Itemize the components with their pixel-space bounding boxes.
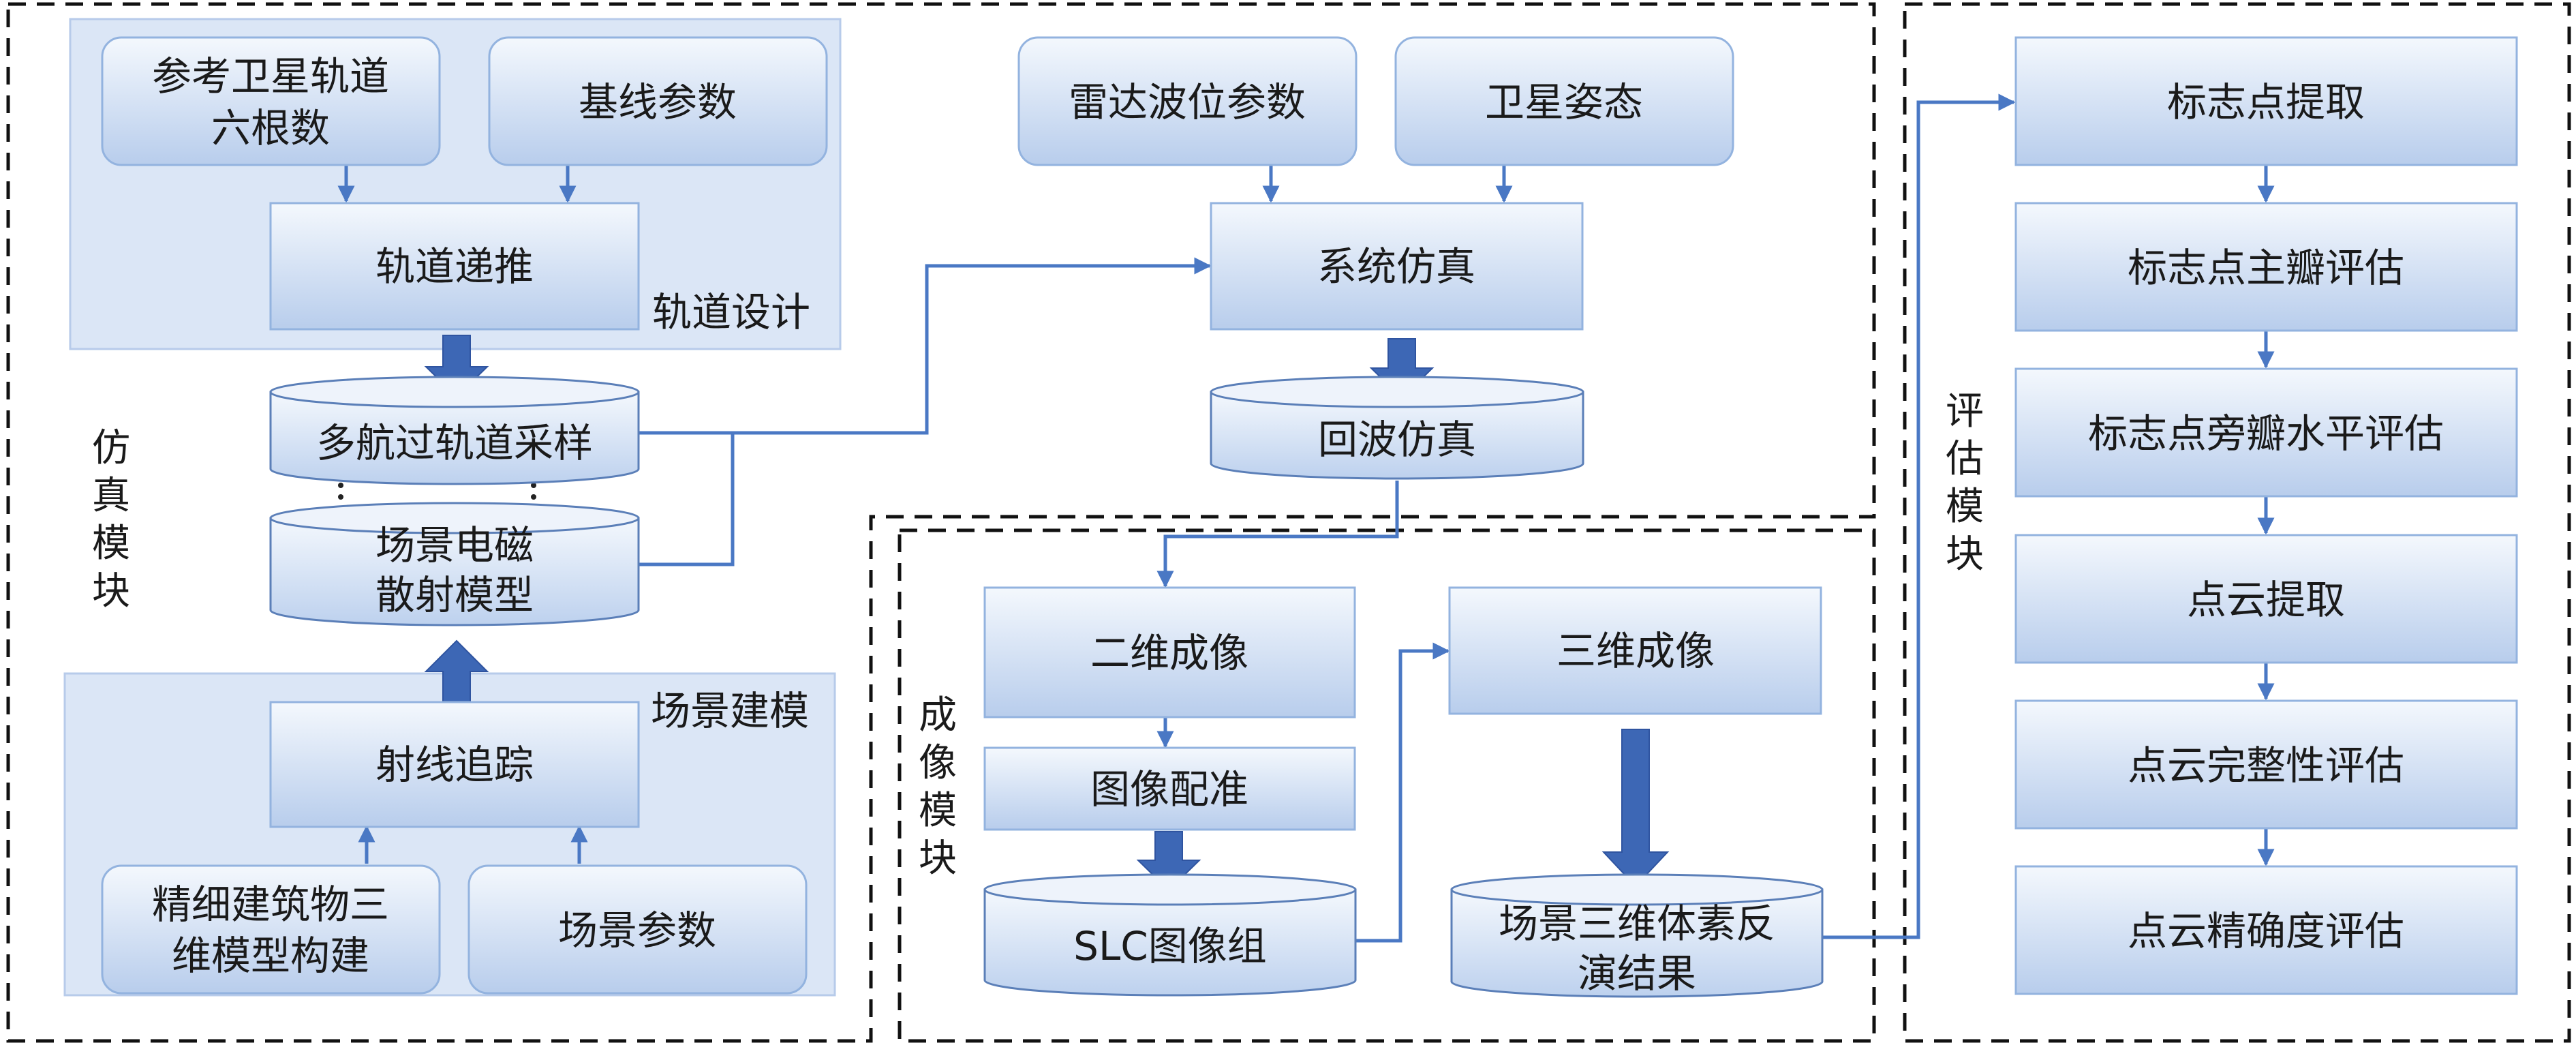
- node-pc-extract-label: 点云提取: [2187, 577, 2345, 623]
- node-scene-params: 场景参数: [467, 864, 808, 995]
- block-arrow-3d-to-voxel: [1601, 729, 1670, 888]
- simulation-label-char-4: 块: [92, 569, 130, 614]
- node-mark-extract: 标志点提取: [2014, 36, 2518, 166]
- node-registration-label: 图像配准: [1090, 766, 1248, 813]
- node-sidelobe-eval-label: 标志点旁瓣水平评估: [2088, 410, 2444, 457]
- store-voxel-result-line1: 场景三维体素反: [1499, 900, 1775, 947]
- store-em-model: 场景电磁 散射模型: [269, 502, 640, 626]
- evaluation-label-char-4: 块: [1946, 532, 1984, 577]
- store-echo-sim-label: 回波仿真: [1318, 417, 1476, 463]
- node-pc-extract: 点云提取: [2014, 534, 2518, 664]
- store-em-model-line1: 场景电磁: [375, 522, 534, 569]
- simulation-label-char-1: 仿: [92, 426, 130, 470]
- block-arrow-raytracing-to-em-model: [424, 639, 489, 704]
- node-baseline-label: 基线参数: [579, 79, 737, 125]
- line-em-model-join: [639, 433, 735, 566]
- simulation-label-char-2: 真: [92, 474, 130, 518]
- store-slc-group-label: SLC图像组: [1073, 923, 1267, 969]
- simulation-label-char-3: 模: [92, 521, 130, 566]
- store-voxel-result-line2: 演结果: [1578, 950, 1696, 997]
- node-system-sim-label: 系统仿真: [1317, 243, 1475, 290]
- evaluation-label-char-3: 模: [1946, 485, 1984, 529]
- node-2d-imaging-label: 二维成像: [1090, 630, 1248, 676]
- connectors: [337, 93, 2275, 943]
- node-pc-complete: 点云完整性评估: [2014, 699, 2518, 830]
- orbit-design-label: 轨道设计: [652, 289, 810, 335]
- node-pc-complete-label: 点云完整性评估: [2128, 742, 2404, 789]
- evaluation-module-border: [1903, 2, 2571, 1043]
- node-pc-accuracy: 点云精确度评估: [2014, 865, 2518, 995]
- module-borders: [6, 2, 2571, 1043]
- node-attitude-label: 卫星姿态: [1485, 79, 1643, 125]
- imaging-label-char-1: 成: [919, 693, 957, 738]
- evaluation-label-char-1: 评: [1946, 389, 1984, 434]
- evaluation-label-char-2: 估: [1946, 437, 1984, 481]
- evaluation-module-label: 评 估 模 块: [1946, 389, 1984, 577]
- node-building-model: 精细建筑物三 维模型构建: [101, 864, 441, 995]
- store-em-model-line2: 散射模型: [375, 572, 534, 618]
- store-slc-group: SLC图像组: [983, 873, 1357, 997]
- data-stores: 多航过轨道采样 场景电磁 散射模型 回波仿真 SLC图像组 场景三维体素反 演结…: [269, 376, 1824, 998]
- node-ray-tracing: 射线追踪: [269, 701, 640, 828]
- node-radar-params: 雷达波位参数: [1017, 36, 1358, 166]
- node-radar-params-label: 雷达波位参数: [1069, 79, 1306, 125]
- node-sidelobe-eval: 标志点旁瓣水平评估: [2014, 367, 2518, 498]
- node-2d-imaging: 二维成像: [983, 586, 1356, 718]
- arrow-multipass-to-system: [639, 257, 1212, 435]
- node-mainlobe-eval-label: 标志点主瓣评估: [2128, 245, 2404, 291]
- node-pc-accuracy-label: 点云精确度评估: [2128, 908, 2404, 954]
- arrow-slc-to-3d-imaging: [1355, 642, 1450, 943]
- node-building-model-line2: 维模型构建: [172, 933, 369, 979]
- simulation-module-label: 仿 真 模 块: [92, 426, 130, 614]
- simulation-module-border: [6, 2, 1876, 1043]
- node-attitude: 卫星姿态: [1394, 36, 1734, 166]
- imaging-module-label: 成 像 模 块: [919, 693, 957, 881]
- store-multi-pass: 多航过轨道采样: [269, 376, 640, 485]
- node-registration: 图像配准: [983, 746, 1356, 831]
- node-system-sim: 系统仿真: [1210, 202, 1584, 331]
- node-3d-imaging: 三维成像: [1448, 586, 1822, 715]
- node-building-model-line1: 精细建筑物三: [152, 881, 389, 928]
- node-orbit-propagation: 轨道递推: [269, 202, 640, 331]
- node-ref-orbit-line2: 六根数: [211, 105, 330, 151]
- store-echo-sim: 回波仿真: [1210, 376, 1584, 480]
- node-scene-params-label: 场景参数: [558, 907, 716, 954]
- node-orbit-propagation-label: 轨道递推: [375, 243, 534, 290]
- imaging-label-char-2: 像: [919, 741, 957, 785]
- node-3d-imaging-label: 三维成像: [1557, 628, 1715, 674]
- scene-modeling-label: 场景建模: [651, 688, 809, 734]
- node-baseline: 基线参数: [488, 36, 828, 166]
- arrow-echo-to-2d-imaging: [1156, 481, 1399, 588]
- node-ref-orbit: 参考卫星轨道 六根数: [101, 36, 441, 166]
- store-voxel-result: 场景三维体素反 演结果: [1450, 873, 1824, 998]
- node-mainlobe-eval: 标志点主瓣评估: [2014, 202, 2518, 332]
- arrow-voxel-to-mark-extract: [1821, 93, 2016, 939]
- process-boxes: 参考卫星轨道 六根数 基线参数 轨道递推 射线追踪 精细建筑物三 维模型构建 场…: [101, 36, 2518, 995]
- store-multi-pass-label: 多航过轨道采样: [316, 420, 593, 466]
- node-ref-orbit-line1: 参考卫星轨道: [152, 53, 389, 100]
- node-mark-extract-label: 标志点提取: [2167, 79, 2365, 125]
- node-ray-tracing-label: 射线追踪: [375, 742, 534, 788]
- imaging-label-char-3: 模: [919, 789, 957, 833]
- imaging-label-char-4: 块: [919, 836, 957, 881]
